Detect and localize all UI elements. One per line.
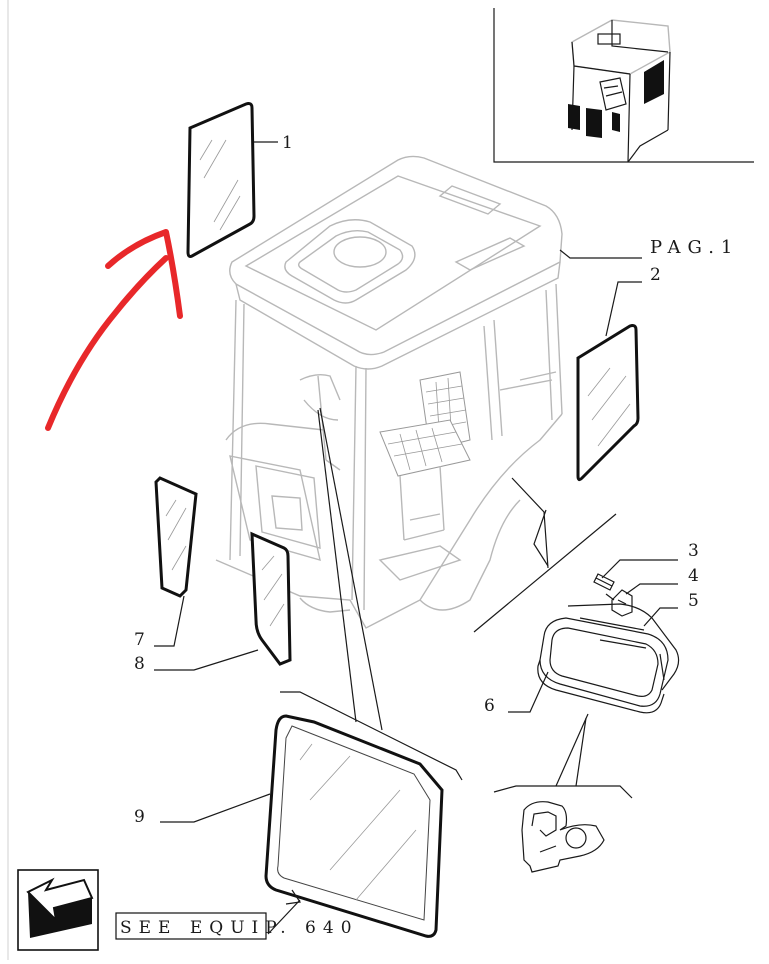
seal-profile-detail [493, 785, 633, 873]
callout-4: 4 [688, 566, 699, 586]
cab-thumbnail [493, 8, 754, 163]
hinge-bolt-3[interactable] [593, 573, 615, 591]
glass-panel-2[interactable] [576, 324, 640, 482]
see-equip-reference[interactable]: SEE EQUIP. 640 [115, 912, 359, 940]
nav-arrow-box[interactable] [17, 869, 99, 951]
callout-5: 5 [688, 591, 699, 611]
glass-panel-7[interactable] [154, 476, 198, 598]
glass-panel-9[interactable] [264, 714, 444, 938]
callout-2: 2 [650, 265, 661, 285]
leader-lines [154, 141, 678, 935]
window-seal-6[interactable] [537, 617, 669, 714]
callout-7: 7 [134, 630, 145, 650]
cab-structure [215, 155, 563, 629]
arrow-down-left-icon [26, 877, 94, 938]
page-reference: PAG.1 [650, 237, 739, 258]
callout-3: 3 [688, 541, 699, 561]
callout-6: 6 [484, 696, 495, 716]
window-frame-5[interactable] [567, 603, 680, 691]
callout-9: 9 [134, 807, 145, 827]
callout-8: 8 [134, 654, 145, 674]
glass-panel-8[interactable] [250, 531, 292, 666]
red-annotation-arrow [45, 229, 183, 431]
callout-1: 1 [282, 133, 293, 153]
see-equip-label: SEE EQUIP. 640 [120, 918, 359, 938]
hinge-bracket-4[interactable] [605, 589, 633, 617]
glass-panel-1[interactable] [186, 102, 256, 258]
